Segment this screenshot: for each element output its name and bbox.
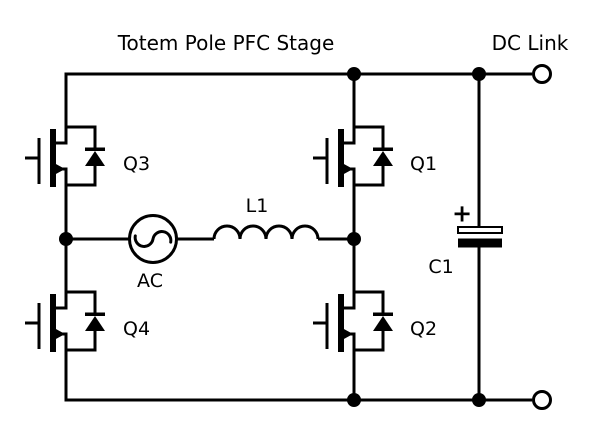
cap-plate-bottom <box>458 238 502 248</box>
dc-link-capacitor: + <box>452 200 503 248</box>
junction-dot <box>472 67 486 81</box>
label-l1: L1 <box>246 195 269 217</box>
bottom-rail <box>64 334 532 402</box>
dc-link-label: DC Link <box>492 31 569 55</box>
top-rail <box>64 72 532 143</box>
label-c1: C1 <box>428 256 453 278</box>
dc-link-terminal-negative <box>532 390 552 410</box>
junction-dots <box>59 67 486 407</box>
junction-dot <box>347 67 361 81</box>
label-q4: Q4 <box>123 318 150 340</box>
junction-dot <box>472 393 486 407</box>
junction-dot <box>347 393 361 407</box>
label-ac: AC <box>137 270 163 292</box>
inductor-coil <box>212 224 320 240</box>
ac-source <box>128 214 178 264</box>
label-q3: Q3 <box>123 153 150 175</box>
diagram-title: Totem Pole PFC Stage <box>117 31 335 55</box>
cap-plate-top <box>457 226 503 234</box>
label-q2: Q2 <box>410 318 437 340</box>
junction-dot <box>59 232 73 246</box>
label-q1: Q1 <box>410 153 437 175</box>
sine-wave-icon <box>133 230 173 248</box>
dc-link-terminal-positive <box>532 64 552 84</box>
cap-polarity-plus: + <box>452 200 472 228</box>
junction-dot <box>347 232 361 246</box>
